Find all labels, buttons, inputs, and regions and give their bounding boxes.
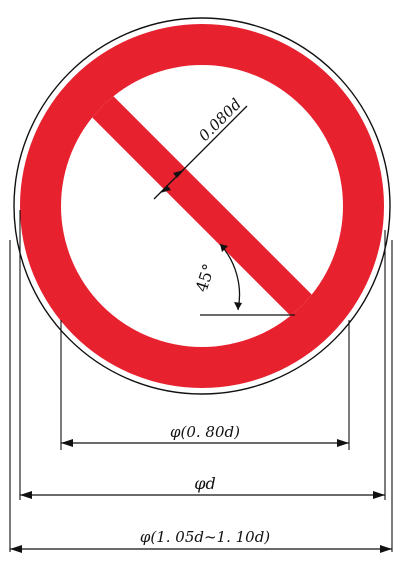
inner-diameter-dimension: φ(0. 80d) (61, 423, 349, 447)
border-diameter-dimension: φ(1. 05d~1. 10d) (10, 528, 392, 553)
inner-diameter-label: φ(0. 80d) (170, 423, 240, 441)
outer-diameter-label: φd (194, 474, 215, 493)
extension-lines (9, 210, 393, 552)
border-diameter-label: φ(1. 05d~1. 10d) (140, 528, 270, 546)
outer-diameter-dimension: φd (20, 474, 385, 499)
diagonal-slash-bar (69, 73, 335, 339)
prohibition-sign (13, 17, 391, 395)
